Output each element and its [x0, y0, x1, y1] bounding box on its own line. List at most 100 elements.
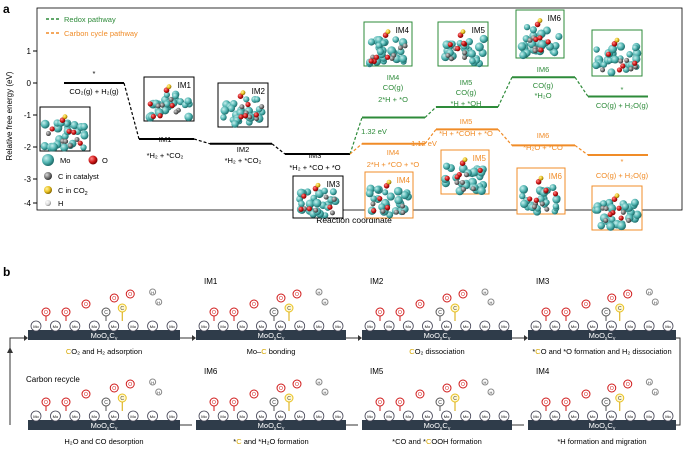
c-atom [614, 37, 620, 43]
mo-atom [549, 184, 557, 192]
o-atom [545, 39, 551, 45]
c-im6-species: *H₂O + *CO [523, 143, 563, 152]
c-atom [462, 50, 468, 56]
thumbnail-label: IM6 [549, 172, 563, 181]
o-atom [253, 112, 259, 118]
moo-substrate [528, 330, 676, 340]
o-atom-label: O [232, 310, 236, 316]
c-catalyst-legend-icon [44, 172, 52, 180]
mo-site [127, 410, 139, 422]
mo-atom [517, 42, 527, 51]
c-atom-label: C [604, 400, 608, 406]
c-atom [462, 54, 468, 60]
r-im5-species-2: *H + *OH [450, 99, 481, 108]
mo-site [643, 410, 655, 422]
o-atom-label: O [544, 310, 548, 316]
y-atom-label: C [287, 306, 291, 312]
im1-species: *H₂ + *CO₂ [147, 151, 184, 160]
h-atom-label: H [324, 300, 327, 305]
start-species: CO₂(g) + H₂(g) [69, 87, 119, 96]
h-atom [651, 388, 659, 396]
o-atom [306, 206, 313, 212]
mo-site [88, 320, 100, 332]
c-atom [461, 186, 467, 192]
o-atom [543, 187, 549, 193]
mo-site [166, 410, 178, 422]
mo-atom [477, 186, 486, 196]
c-atom [247, 114, 253, 120]
o-atom [455, 46, 461, 52]
mo-atom [632, 44, 639, 52]
mo-site-label: Mo [665, 324, 671, 329]
o-atom [245, 101, 251, 108]
mo-site [441, 410, 452, 422]
mo-site [108, 410, 120, 422]
mo-site [50, 320, 61, 332]
c-atom [315, 182, 321, 188]
o-atom-label: O [295, 382, 299, 388]
c-atom [400, 203, 406, 209]
c-atom [624, 57, 630, 63]
h-atom [155, 388, 163, 396]
mo-site-label: Mo [571, 414, 577, 419]
o-atom [616, 205, 622, 211]
o-atom-label: O [418, 392, 422, 398]
legend-h: H [58, 199, 63, 208]
r-im4-species-1: CO(g) [383, 83, 404, 92]
substrate-label: MoOxCy [258, 421, 285, 432]
o-atom [276, 293, 286, 303]
thumbnail-r_im5: IM5 [437, 21, 489, 68]
h-atom-label: H [654, 390, 657, 395]
mo-atom [600, 200, 608, 208]
thumbnail-im2: IM2 [217, 82, 269, 128]
mo-site [606, 410, 617, 422]
atom-legend: Mo O C in catalyst C in CO2 H [42, 154, 108, 208]
mo-legend-icon [42, 154, 54, 166]
o-atom-label: O [564, 400, 568, 406]
c-atom [67, 143, 73, 149]
thumbnail-c_im6: IM6 [516, 167, 566, 216]
mo-site-label: Mo [482, 414, 488, 419]
mo-atom [40, 142, 49, 151]
legend-o: O [102, 156, 108, 165]
step-caption: *CO and *O formation and H₂ dissociation [532, 347, 671, 356]
c-atom-label: C [604, 310, 608, 316]
mo-site-label: Mo [53, 414, 59, 419]
mo-site [479, 320, 491, 332]
o-atom [632, 60, 638, 66]
im3-species: *H₂ + *CO + *O [289, 163, 340, 172]
c-atom [380, 208, 386, 214]
o-atom-label: O [584, 302, 588, 308]
c-atom [62, 114, 68, 120]
mo-site-label: Mo [609, 324, 615, 329]
mo-atom [617, 221, 626, 231]
mo-atom [555, 33, 563, 41]
mo-atom [520, 199, 529, 209]
mo-atom [231, 120, 239, 128]
substrate-label: MoOxCy [589, 421, 616, 432]
moo-substrate [528, 420, 676, 430]
mo-site [383, 320, 395, 332]
thumbnail-r_im6: IM6 [515, 9, 565, 60]
mo-site-label: Mo [150, 324, 156, 329]
connector-r_im5-r_im6 [497, 76, 513, 108]
c-atom [254, 116, 260, 122]
h-atom-label: H [484, 290, 487, 295]
o-atom [377, 196, 383, 202]
o-atom [81, 389, 91, 399]
o-atom [383, 183, 390, 189]
mo-site [402, 410, 414, 422]
mo-atom [594, 206, 602, 214]
h-atom [651, 298, 659, 306]
r-im4-species-2: 2*H + *O [378, 95, 408, 104]
h-atom-label: H [318, 290, 321, 295]
c-atom [385, 29, 391, 35]
y-tick: 1 [27, 47, 32, 56]
o-atom-label: O [84, 392, 88, 398]
o-atom [238, 114, 244, 120]
c-atom [454, 180, 460, 186]
